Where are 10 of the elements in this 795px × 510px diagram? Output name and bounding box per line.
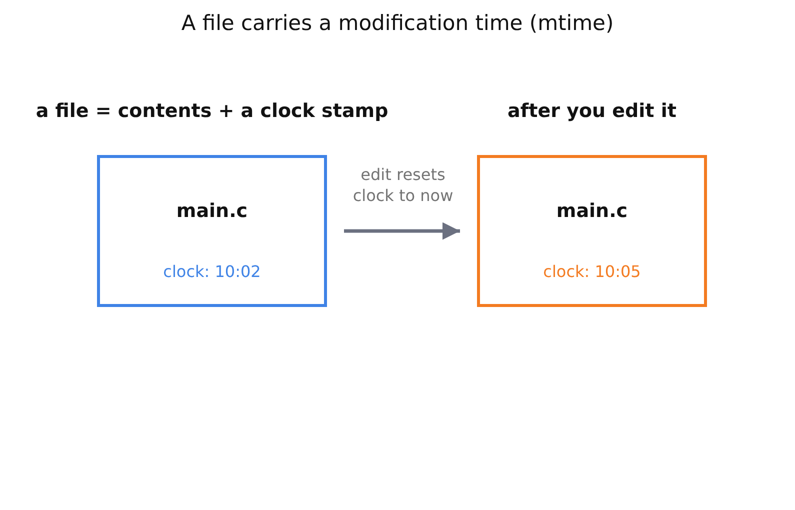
- file-box: [97, 155, 327, 307]
- arrow: [344, 222, 460, 240]
- column-heading: after you edit it: [508, 100, 676, 122]
- file-box: [477, 155, 707, 307]
- column-heading: a file = contents + a clock stamp: [36, 100, 388, 122]
- time-label: clock: 10:02: [163, 262, 261, 280]
- diagram-title: A file carries a modification time (mtime): [181, 11, 614, 35]
- file-name: main.c: [176, 200, 248, 222]
- file-name: main.c: [556, 200, 628, 222]
- time-label: clock: 10:05: [543, 262, 641, 280]
